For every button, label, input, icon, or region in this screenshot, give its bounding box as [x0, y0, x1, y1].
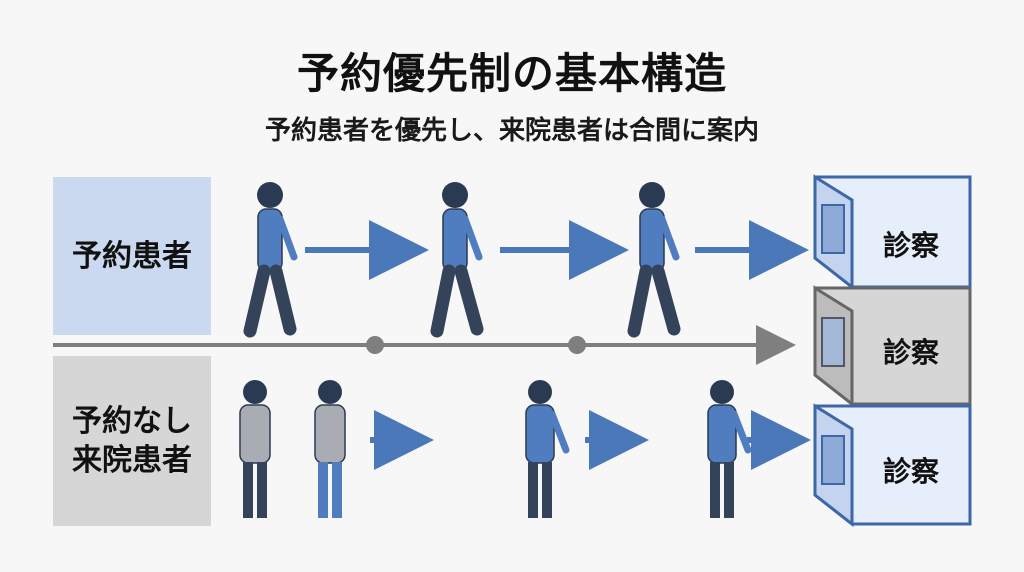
person-walking-icon — [525, 380, 570, 518]
page-subtitle: 予約患者を優先し、来院患者は合間に案内 — [264, 116, 759, 146]
person-walking-icon — [430, 182, 484, 338]
person-waiting-icon — [314, 380, 346, 518]
exam-room-shared — [813, 285, 972, 408]
room-label-3: 診察 — [882, 455, 939, 488]
timeline — [53, 325, 796, 365]
lane-label-walkin: 予約なし 来院患者 — [53, 356, 211, 526]
door-icon — [821, 317, 845, 367]
room-label-1: 診察 — [882, 229, 939, 262]
door-icon — [821, 204, 845, 254]
exam-room-reserved — [813, 174, 972, 291]
lane-label-reserved: 予約患者 — [53, 177, 211, 335]
person-walking-icon — [627, 182, 681, 338]
timeline-dot — [366, 336, 384, 354]
person-waiting-icon — [239, 380, 271, 518]
exam-room-walkin — [813, 403, 972, 528]
lane-label-walkin-line1: 予約なし — [72, 404, 192, 439]
timeline-dot — [568, 336, 586, 354]
page-title: 予約優先制の基本構造 — [296, 49, 727, 98]
door-icon — [821, 435, 845, 485]
room-label-2: 診察 — [882, 336, 939, 369]
person-walking-icon — [707, 380, 752, 518]
lane-label-reserved-text: 予約患者 — [72, 238, 192, 274]
lane-label-walkin-line2: 来院患者 — [72, 443, 192, 478]
person-walking-icon — [243, 182, 298, 338]
